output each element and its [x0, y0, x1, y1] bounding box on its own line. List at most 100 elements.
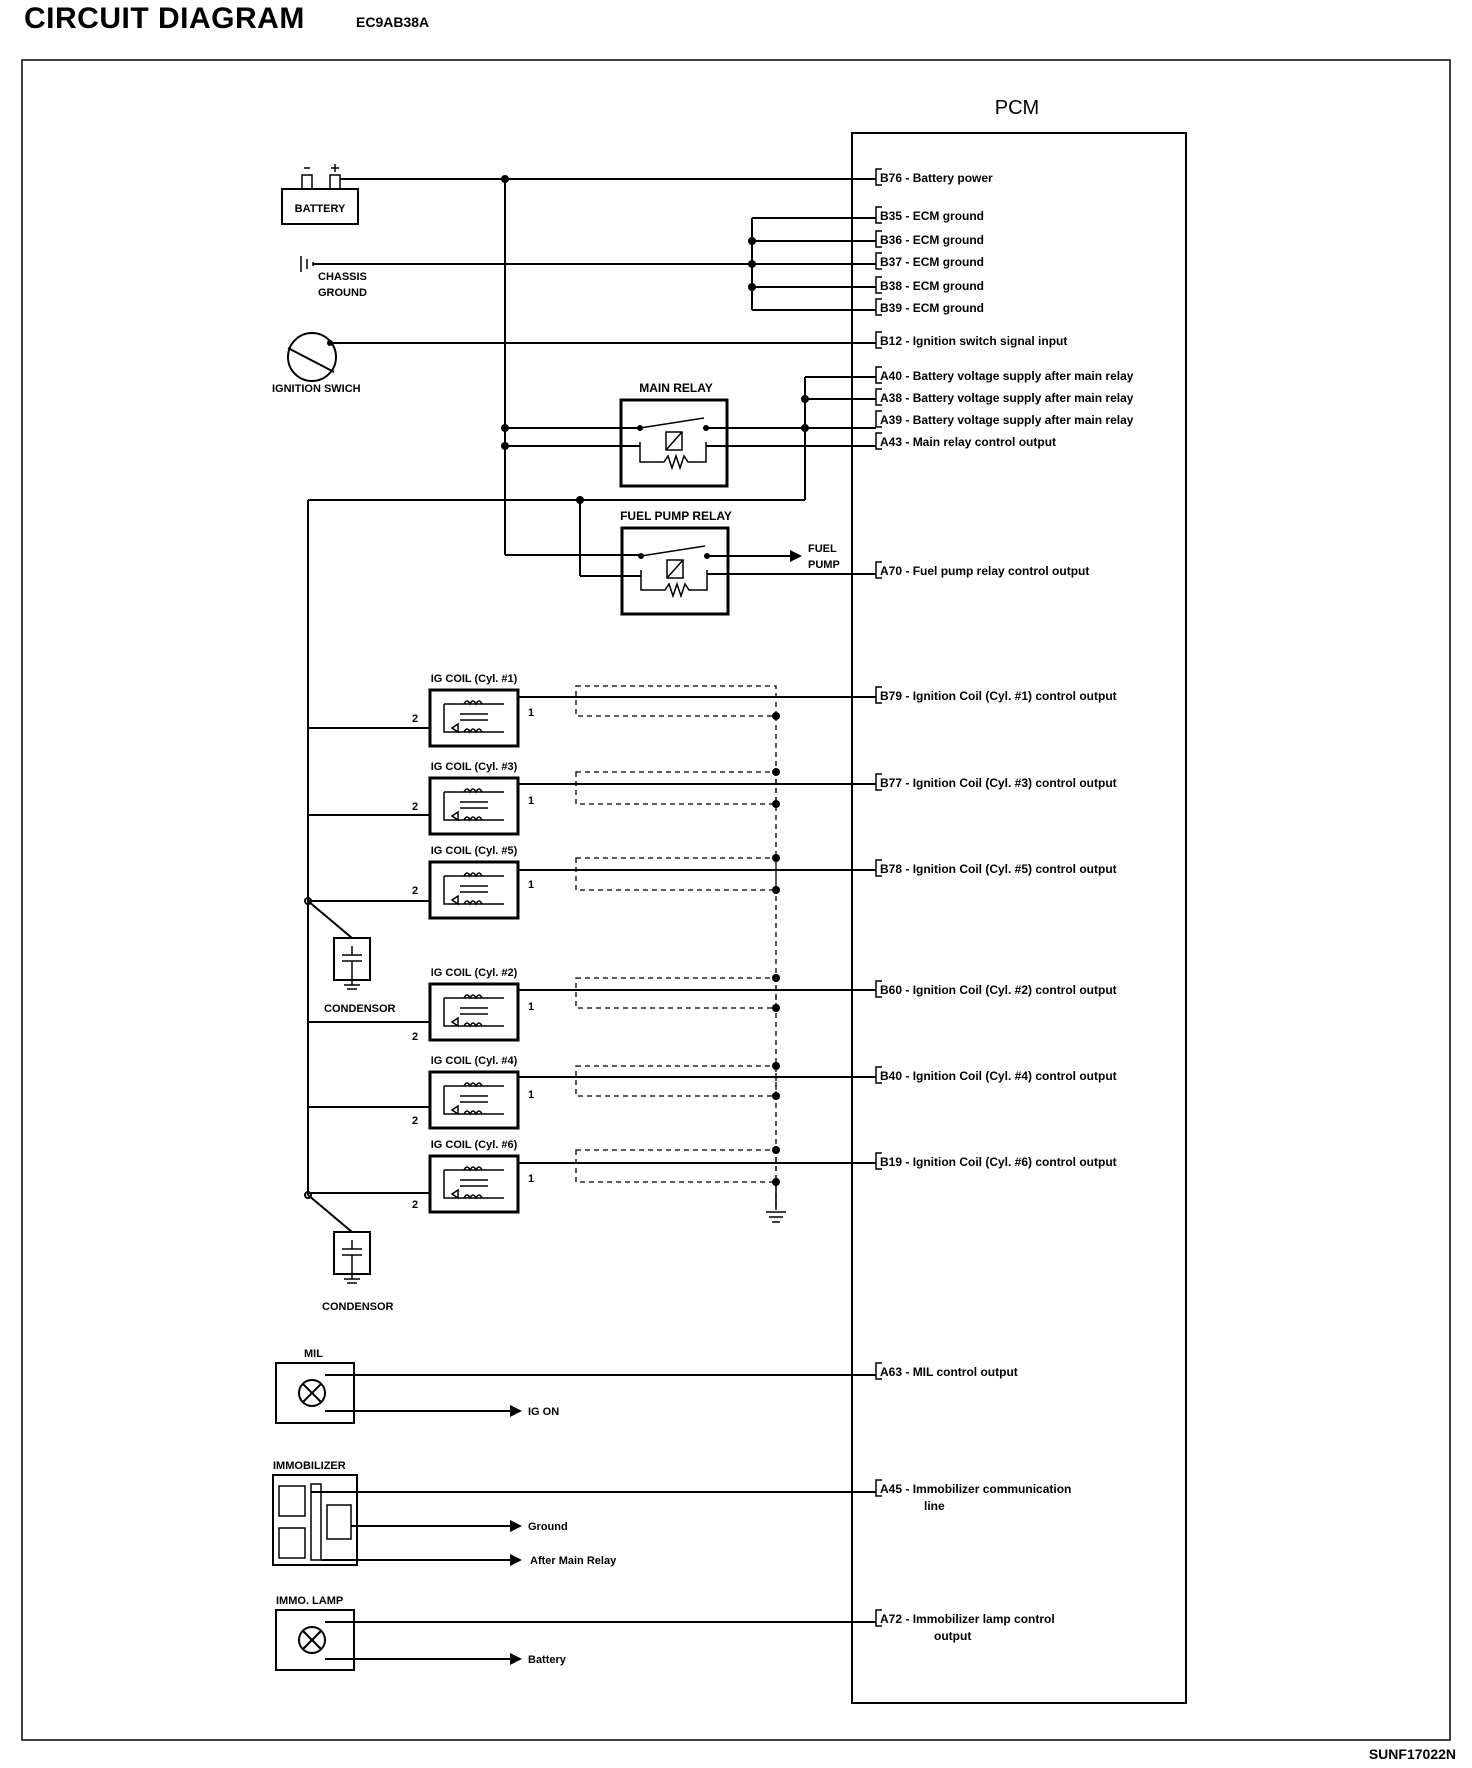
main-relay: MAIN RELAY — [619, 381, 729, 488]
ig-coil: IG COIL (Cyl. #1) 1 2 — [412, 673, 534, 748]
ig-coil-label: IG COIL (Cyl. #5) — [431, 845, 518, 857]
pin-bracket — [875, 206, 882, 224]
fuel-pump-relay: FUEL PUMP RELAY — [620, 509, 732, 616]
coil-terminal-1: 1 — [528, 879, 534, 891]
pin-bracket — [875, 561, 882, 579]
pin-label: B78 - Ignition Coil (Cyl. #5) control ou… — [880, 862, 1117, 876]
coil-terminal-2: 2 — [412, 885, 418, 897]
pin-label: B38 - ECM ground — [880, 279, 984, 293]
pin-bracket — [875, 168, 882, 186]
coil-terminal-1: 1 — [528, 1173, 534, 1185]
pin-label: A72 - Immobilizer lamp control — [880, 1612, 1055, 1626]
coil-terminal-1: 1 — [528, 1001, 534, 1013]
pin-bracket — [875, 410, 882, 428]
fuel-pump-relay-label: FUEL PUMP RELAY — [620, 509, 732, 523]
immo-lamp: IMMO. LAMP — [275, 1595, 355, 1671]
ground-symbol — [766, 1211, 786, 1223]
pcm-box — [851, 132, 1187, 1704]
ig-on-label: IG ON — [528, 1406, 559, 1418]
chassis-ground-label: GROUND — [318, 287, 367, 299]
pin-label: A38 - Battery voltage supply after main … — [880, 391, 1134, 405]
pin-bracket — [875, 686, 882, 704]
pin-label: B40 - Ignition Coil (Cyl. #4) control ou… — [880, 1069, 1117, 1083]
chassis-ground-label: CHASSIS — [318, 271, 367, 283]
pin-label: B60 - Ignition Coil (Cyl. #2) control ou… — [880, 983, 1117, 997]
condensor-label: CONDENSOR — [324, 1003, 396, 1015]
ig-coil: IG COIL (Cyl. #4) 1 2 — [412, 1055, 534, 1130]
pin-bracket — [875, 366, 882, 384]
mil-label: MIL — [304, 1348, 323, 1360]
ignition-coils: IG COIL (Cyl. #1) 1 2 IG COIL (Cyl. #3) … — [412, 673, 534, 1214]
pin-label: A43 - Main relay control output — [880, 435, 1056, 449]
coil-terminal-1: 1 — [528, 707, 534, 719]
immobilizer-label: IMMOBILIZER — [273, 1460, 346, 1472]
pcm-label: PCM — [995, 97, 1039, 119]
pin-bracket — [875, 276, 882, 294]
document-code: EC9AB38A — [356, 14, 430, 30]
coil-terminal-2: 2 — [412, 801, 418, 813]
ig-coil: IG COIL (Cyl. #2) 1 2 — [412, 967, 534, 1043]
ig-coil-label: IG COIL (Cyl. #2) — [431, 967, 518, 979]
ig-coil: IG COIL (Cyl. #6) 1 2 — [412, 1139, 534, 1214]
pin-bracket — [875, 1479, 882, 1497]
figure-reference: SUNF17022N — [1368, 1746, 1456, 1762]
after-main-relay-label: After Main Relay — [530, 1555, 617, 1567]
coil-terminal-2: 2 — [412, 1031, 418, 1043]
mil-lamp: MIL — [275, 1348, 355, 1424]
pin-label: A39 - Battery voltage supply after main … — [880, 413, 1134, 427]
chassis-ground: CHASSIS GROUND — [300, 256, 752, 299]
ig-coil-label: IG COIL (Cyl. #1) — [431, 673, 518, 685]
pin-label: B39 - ECM ground — [880, 301, 984, 315]
pin-bracket — [875, 252, 882, 270]
fuel-pump-label: FUEL — [808, 543, 837, 555]
battery-label: BATTERY — [295, 203, 346, 215]
ignition-switch: IGNITION SWICH — [272, 332, 361, 395]
pin-label: A45 - Immobilizer communication — [880, 1482, 1071, 1496]
pcm-connectors — [875, 168, 882, 1627]
pin-bracket — [875, 1152, 882, 1170]
pin-label: B35 - ECM ground — [880, 209, 984, 223]
pin-bracket — [875, 298, 882, 316]
immobilizer: IMMOBILIZER — [272, 1460, 358, 1566]
coil-terminal-2: 2 — [412, 1199, 418, 1211]
shield-dashes — [575, 685, 777, 1183]
pin-label: B19 - Ignition Coil (Cyl. #6) control ou… — [880, 1155, 1117, 1169]
condensor: CONDENSOR — [307, 900, 396, 1015]
coil-terminal-2: 2 — [412, 713, 418, 725]
pin-label: A70 - Fuel pump relay control output — [880, 564, 1089, 578]
ig-coil-label: IG COIL (Cyl. #6) — [431, 1139, 518, 1151]
ig-coil: IG COIL (Cyl. #5) 1 2 — [412, 845, 534, 920]
ig-coil-label: IG COIL (Cyl. #3) — [431, 761, 518, 773]
pin-label: A63 - MIL control output — [880, 1365, 1018, 1379]
pin-bracket — [875, 1362, 882, 1380]
pin-bracket — [875, 773, 882, 791]
pin-label: B37 - ECM ground — [880, 255, 984, 269]
pin-label-continued: line — [924, 1499, 945, 1513]
pcm-pin-labels: B76 - Battery power B35 - ECM ground B36… — [880, 171, 1134, 1643]
pin-bracket — [875, 1066, 882, 1084]
main-relay-label: MAIN RELAY — [639, 381, 713, 395]
pin-label: B12 - Ignition switch signal input — [880, 334, 1067, 348]
page-title: CIRCUIT DIAGRAM — [24, 2, 305, 35]
battery-output-label: Battery — [528, 1654, 567, 1666]
diagram-frame — [21, 59, 1451, 1741]
pin-bracket — [875, 388, 882, 406]
immo-lamp-label: IMMO. LAMP — [276, 1595, 343, 1607]
pin-bracket — [875, 432, 882, 450]
pin-bracket — [875, 230, 882, 248]
shield-junctions — [772, 712, 780, 1186]
condensor-label: CONDENSOR — [322, 1301, 394, 1313]
battery: BATTERY — [281, 164, 359, 225]
pin-label: B36 - ECM ground — [880, 233, 984, 247]
pin-label: B79 - Ignition Coil (Cyl. #1) control ou… — [880, 689, 1117, 703]
ig-coil-label: IG COIL (Cyl. #4) — [431, 1055, 518, 1067]
pin-bracket — [875, 1609, 882, 1627]
pin-label: B76 - Battery power — [880, 171, 993, 185]
ignition-switch-label: IGNITION SWICH — [272, 383, 361, 395]
pin-bracket — [875, 331, 882, 349]
ground-label: Ground — [528, 1521, 568, 1533]
pin-label: A40 - Battery voltage supply after main … — [880, 369, 1134, 383]
pin-label: B77 - Ignition Coil (Cyl. #3) control ou… — [880, 776, 1117, 790]
condensor: CONDENSOR — [307, 1194, 394, 1313]
